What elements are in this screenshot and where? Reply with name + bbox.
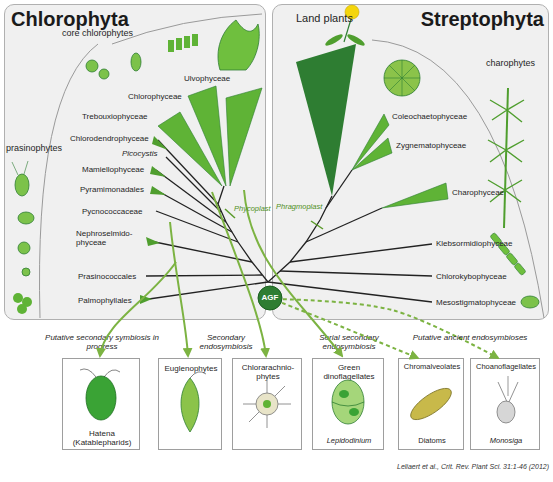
- taxon-label: charophytes: [486, 58, 535, 68]
- alga-cell: [176, 38, 182, 50]
- pseudopodia: [243, 380, 291, 428]
- taxon-label: Klebsormidiophyceae: [436, 239, 513, 248]
- node-heading: Euglenophytes: [159, 364, 223, 373]
- disc-lines: [384, 60, 420, 96]
- taxon-label: Putative ancient endosymbioses: [412, 333, 528, 342]
- alga-cell: [18, 242, 30, 254]
- taxon-label: Ulvophyceae: [184, 74, 230, 83]
- taxon-label: Coleochaetophyceae: [392, 112, 467, 121]
- citation-caption: Leliaert et al., Crit. Rev. Plant Sci. 3…: [373, 463, 549, 470]
- flagellum: [508, 376, 509, 396]
- alga-cell: [168, 40, 174, 52]
- taxon-label: Prasinococcales: [78, 272, 136, 281]
- node-heading: Serial secondary endosymbiosis: [301, 333, 397, 351]
- taxon-label: Chlorodendrophyceae: [70, 134, 149, 143]
- taxon-label: Chlorophyceae: [128, 92, 182, 101]
- taxon-label: Phycoplast: [234, 205, 271, 214]
- chloroplast: [349, 408, 359, 416]
- node-heading: Chlorophyta: [11, 8, 211, 31]
- taxon-label: Palmophyllales: [78, 296, 132, 305]
- node-text: Monosiga: [471, 437, 541, 446]
- diatom-cell: [406, 383, 456, 425]
- root-circle-shape: [258, 286, 282, 310]
- node-heading: Chlorarachnio- phytes: [233, 363, 303, 381]
- cingulum: [332, 402, 364, 406]
- node-text: Diatoms: [399, 437, 465, 446]
- taxon-label: Phragmoplast: [276, 203, 322, 212]
- root-circle: AGF: [257, 285, 283, 311]
- taxon-label: Pycnococcaceae: [82, 207, 142, 216]
- alga-cell: [18, 212, 34, 224]
- taxon-label: Mamiellophyceae: [82, 165, 144, 174]
- node-heading: AGF: [257, 293, 283, 302]
- node-heading: Chromalveolates: [399, 363, 465, 372]
- alga-cell: [99, 69, 109, 79]
- choanoflagellate-cell: [497, 401, 515, 423]
- taxon-label: Picocystis: [122, 149, 158, 158]
- alga-cell: [521, 296, 539, 308]
- taxon-label: prasinophytes: [6, 143, 62, 153]
- alga-cell: [22, 268, 30, 276]
- chloroplast: [263, 400, 271, 408]
- node-heading: Streptophyta: [400, 8, 544, 31]
- node-text: Lepidodinium: [313, 437, 385, 446]
- taxon-label: core chlorophytes: [62, 28, 133, 38]
- alga-cell: [131, 53, 141, 71]
- taxon-label: Trebouxiophyceae: [82, 112, 148, 121]
- taxon-label: Nephroselmido- phyceae: [76, 229, 142, 247]
- flagellum: [80, 369, 120, 377]
- taxon-label: Mesostigmatophyceae: [436, 298, 516, 307]
- alga-cell: [184, 36, 190, 48]
- taxon-label: Land plants: [296, 12, 353, 25]
- coleochaete-disc: [384, 60, 420, 96]
- node-text: Hatena (Katablepharids): [63, 429, 141, 447]
- alga-cell: [17, 304, 27, 314]
- alga-cell: [15, 174, 29, 196]
- alga-cell: [86, 60, 98, 72]
- taxon-label: Charophyceae: [452, 188, 504, 197]
- alga-cell: [13, 293, 23, 303]
- euglena-cell: [181, 378, 199, 432]
- node-text: Green dinoflagellates: [313, 363, 385, 381]
- taxon-label: Secondary endosymbiosis: [188, 333, 264, 351]
- organism-illustration: [80, 369, 518, 432]
- node-heading: Choanoflagellates: [471, 363, 541, 372]
- taxon-label: Chlorokybophyceae: [436, 272, 507, 281]
- taxon-label: Zygnematophyceae: [396, 141, 466, 150]
- taxon-label: Pyramimonadales: [80, 185, 144, 194]
- dinoflagellate-cell: [332, 380, 364, 424]
- chloroplast: [339, 390, 349, 398]
- alga-cell: [192, 34, 198, 46]
- hatena-cell: [86, 376, 116, 420]
- chlorarachnion-cell: [256, 393, 278, 415]
